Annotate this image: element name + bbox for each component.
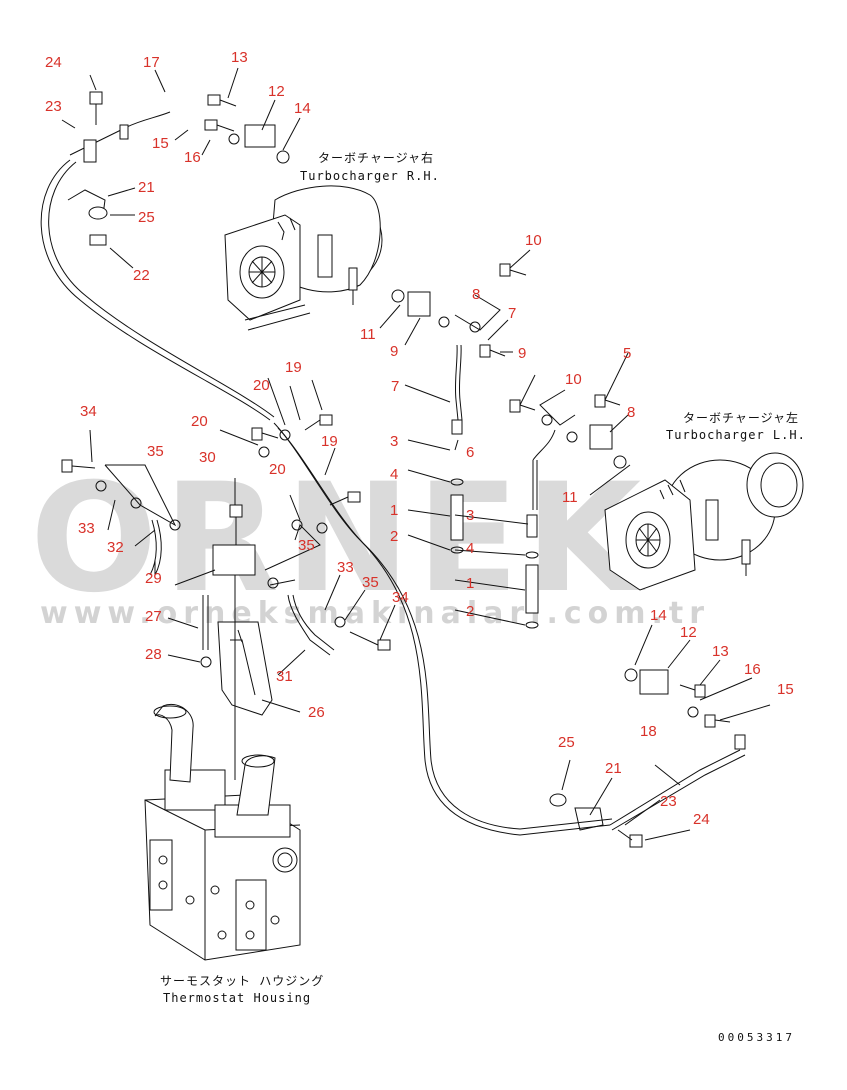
callout-19-b: 19: [321, 433, 338, 450]
callout-35-b: 35: [298, 537, 315, 554]
caption-thermostat-en: Thermostat Housing: [163, 991, 311, 1005]
turbocharger-lh: [604, 452, 804, 591]
caption-turbo-lh-jp: ターボチャージャ左: [683, 410, 799, 425]
callout-14-lh: 14: [650, 607, 667, 624]
block-30: [212, 544, 256, 576]
callouts: 24 17 13 12 14 23 15 16 21 25 22 10 8 7 …: [45, 49, 794, 828]
callout-24-lh: 24: [693, 811, 710, 828]
callout-2-b: 2: [466, 603, 474, 620]
callout-20-a: 20: [253, 377, 270, 394]
callout-32: 32: [107, 539, 124, 556]
callout-21-lh: 21: [605, 760, 622, 777]
callout-33-b: 33: [337, 559, 354, 576]
spacer-stack-center: [450, 344, 464, 554]
callout-23: 23: [45, 98, 62, 115]
callout-4-a: 4: [390, 466, 398, 483]
clamp-21: [67, 189, 106, 216]
callout-10-rh: 10: [525, 232, 542, 249]
callout-11-rh: 11: [360, 326, 376, 343]
flange-9-rh: [407, 291, 431, 317]
callout-30: 30: [199, 449, 216, 466]
thermostat-housing: [144, 704, 301, 961]
callout-4-b: 4: [466, 540, 474, 557]
callout-20-c: 20: [269, 461, 286, 478]
callout-26: 26: [308, 704, 325, 721]
callout-6: 6: [466, 444, 474, 461]
callout-12: 12: [268, 83, 285, 100]
flange-12: [244, 124, 276, 148]
callout-15-lh: 15: [777, 681, 794, 698]
callout-16-lh: 16: [744, 661, 761, 678]
callout-21: 21: [138, 179, 155, 196]
callout-25-lh: 25: [558, 734, 575, 751]
document-number: 00053317: [718, 1031, 795, 1044]
callout-9-lh: 8: [627, 404, 635, 421]
turbocharger-rh: [224, 185, 383, 331]
callout-35-c: 35: [362, 574, 379, 591]
callout-17: 17: [143, 54, 160, 71]
callout-8-lh: 10: [565, 371, 582, 388]
callout-29: 29: [145, 570, 162, 587]
callout-10-lh: 5: [623, 345, 631, 362]
callout-34-b: 34: [392, 589, 409, 606]
caption-turbo-lh-en: Turbocharger L.H.: [666, 428, 806, 442]
callout-2-a: 2: [390, 528, 398, 545]
washers: [95, 133, 699, 718]
callout-1-b: 1: [466, 575, 474, 592]
callout-12-lh: 12: [680, 624, 697, 641]
callout-3-b: 3: [466, 507, 474, 524]
bolts: [61, 91, 746, 848]
tube-18: [609, 749, 741, 826]
callout-25: 25: [138, 209, 155, 226]
flange-9-lh: [589, 424, 613, 450]
callout-28: 28: [145, 646, 162, 663]
callout-22: 22: [133, 267, 150, 284]
callout-3-a: 3: [390, 433, 398, 450]
caption-turbo-rh-jp: ターボチャージャ右: [318, 150, 434, 165]
callout-19-a: 19: [285, 359, 302, 376]
callout-9-rh: 9: [390, 343, 398, 360]
callout-23-lh: 23: [660, 793, 677, 810]
bracket-26: [217, 621, 273, 716]
callout-20-b: 20: [191, 413, 208, 430]
tube-31: [287, 594, 335, 656]
callout-27: 27: [145, 608, 162, 625]
callout-5: 7: [391, 378, 399, 395]
callout-18: 18: [640, 723, 657, 740]
spacer-stack-right: [525, 429, 556, 629]
callout-14: 14: [294, 100, 311, 117]
callout-7-a: 7: [508, 305, 516, 322]
callout-33-a: 33: [78, 520, 95, 537]
callout-15: 15: [152, 135, 169, 152]
tube-32: [149, 519, 162, 576]
callout-1-a: 1: [390, 502, 398, 519]
caption-thermostat-jp: サーモスタット ハウジング: [160, 974, 324, 988]
callout-13: 13: [231, 49, 248, 66]
flange-12-lh: [639, 669, 669, 695]
callout-8-rh: 8: [472, 286, 480, 303]
watermark-brand: ORNEK: [30, 452, 647, 626]
callout-24: 24: [45, 54, 62, 71]
leader-lines: [61, 67, 771, 841]
watermark-url: www.orneksmakinalari.com.tr: [40, 596, 710, 631]
callout-16: 16: [184, 149, 201, 166]
callout-31: 31: [276, 668, 293, 685]
callout-13-lh: 13: [712, 643, 729, 660]
callout-35-a: 35: [147, 443, 164, 460]
callout-7-b: 9: [518, 345, 526, 362]
caption-turbo-rh-en: Turbocharger R.H.: [300, 169, 440, 183]
callout-34-a: 34: [80, 403, 97, 420]
long-drain-tube: [40, 159, 611, 836]
callout-11-lh: 11: [562, 489, 578, 506]
